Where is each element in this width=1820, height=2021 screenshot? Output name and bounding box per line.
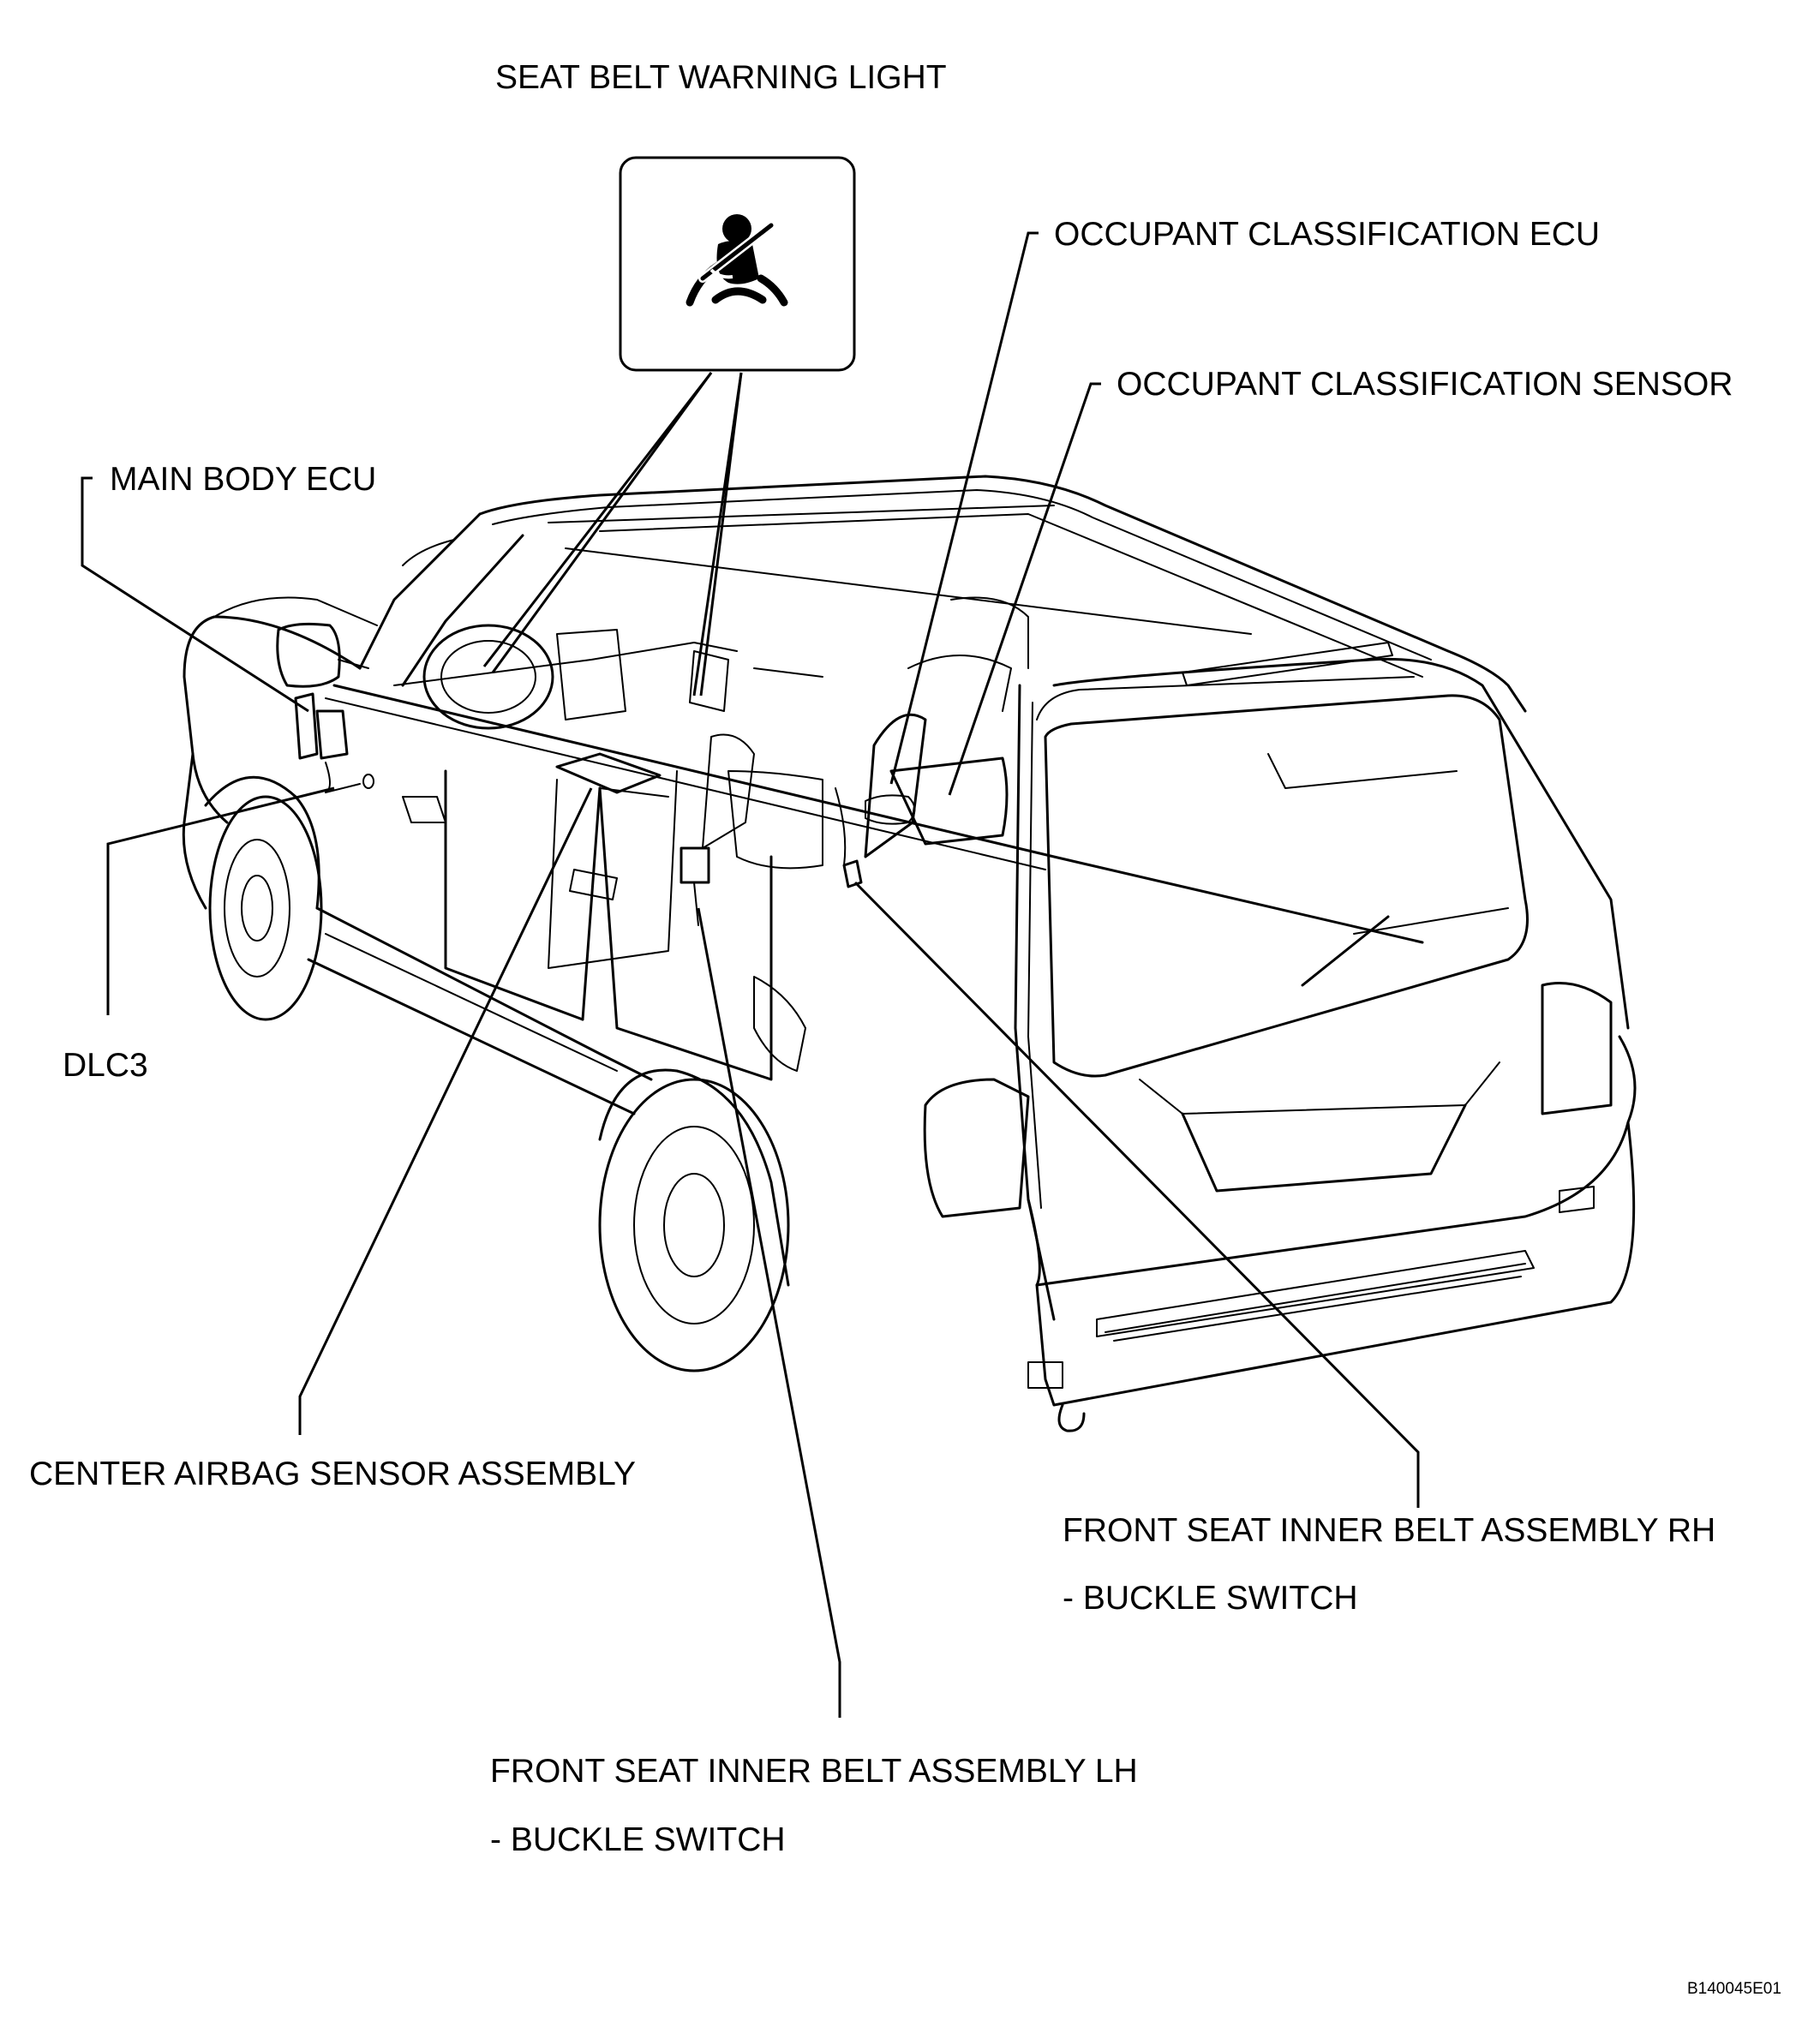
warning-light-callout (619, 156, 856, 372)
leader-warning-light-left-2 (491, 372, 713, 673)
leader-main-body-ecu (81, 476, 309, 713)
leader-warning-light-right-2 (699, 372, 743, 697)
label-seat-belt-warning-light: SEAT BELT WARNING LIGHT (495, 59, 947, 96)
leader-occupant-sensor (948, 382, 1101, 796)
label-dlc3: DLC3 (63, 1047, 148, 1084)
leader-belt-lh (697, 907, 841, 1718)
seat-belt-icon (685, 214, 788, 307)
label-front-seat-inner-belt-lh: FRONT SEAT INNER BELT ASSEMBLY LH (490, 1753, 1138, 1790)
leader-center-airbag (298, 787, 593, 1435)
labels: SEAT BELT WARNING LIGHT OCCUPANT CLASSIF… (29, 59, 1781, 1998)
label-occupant-classification-ecu: OCCUPANT CLASSIFICATION ECU (1054, 216, 1600, 253)
leader-dlc3 (106, 786, 335, 1015)
vehicle-illustration (182, 475, 1637, 1432)
label-front-seat-inner-belt-rh: FRONT SEAT INNER BELT ASSEMBLY RH (1063, 1512, 1715, 1549)
label-main-body-ecu: MAIN BODY ECU (110, 461, 376, 498)
figure-code: B140045E01 (1687, 1980, 1781, 1998)
leader-lines (81, 231, 1420, 1718)
label-center-airbag-sensor-assembly: CENTER AIRBAG SENSOR ASSEMBLY (29, 1456, 636, 1492)
label-front-seat-inner-belt-lh-sub: - BUCKLE SWITCH (490, 1821, 786, 1858)
leader-occupant-ecu (889, 231, 1039, 785)
leader-belt-rh (853, 881, 1420, 1508)
label-occupant-classification-sensor: OCCUPANT CLASSIFICATION SENSOR (1117, 366, 1733, 403)
label-front-seat-inner-belt-rh-sub: - BUCKLE SWITCH (1063, 1580, 1358, 1617)
leader-warning-light-left (482, 372, 713, 667)
